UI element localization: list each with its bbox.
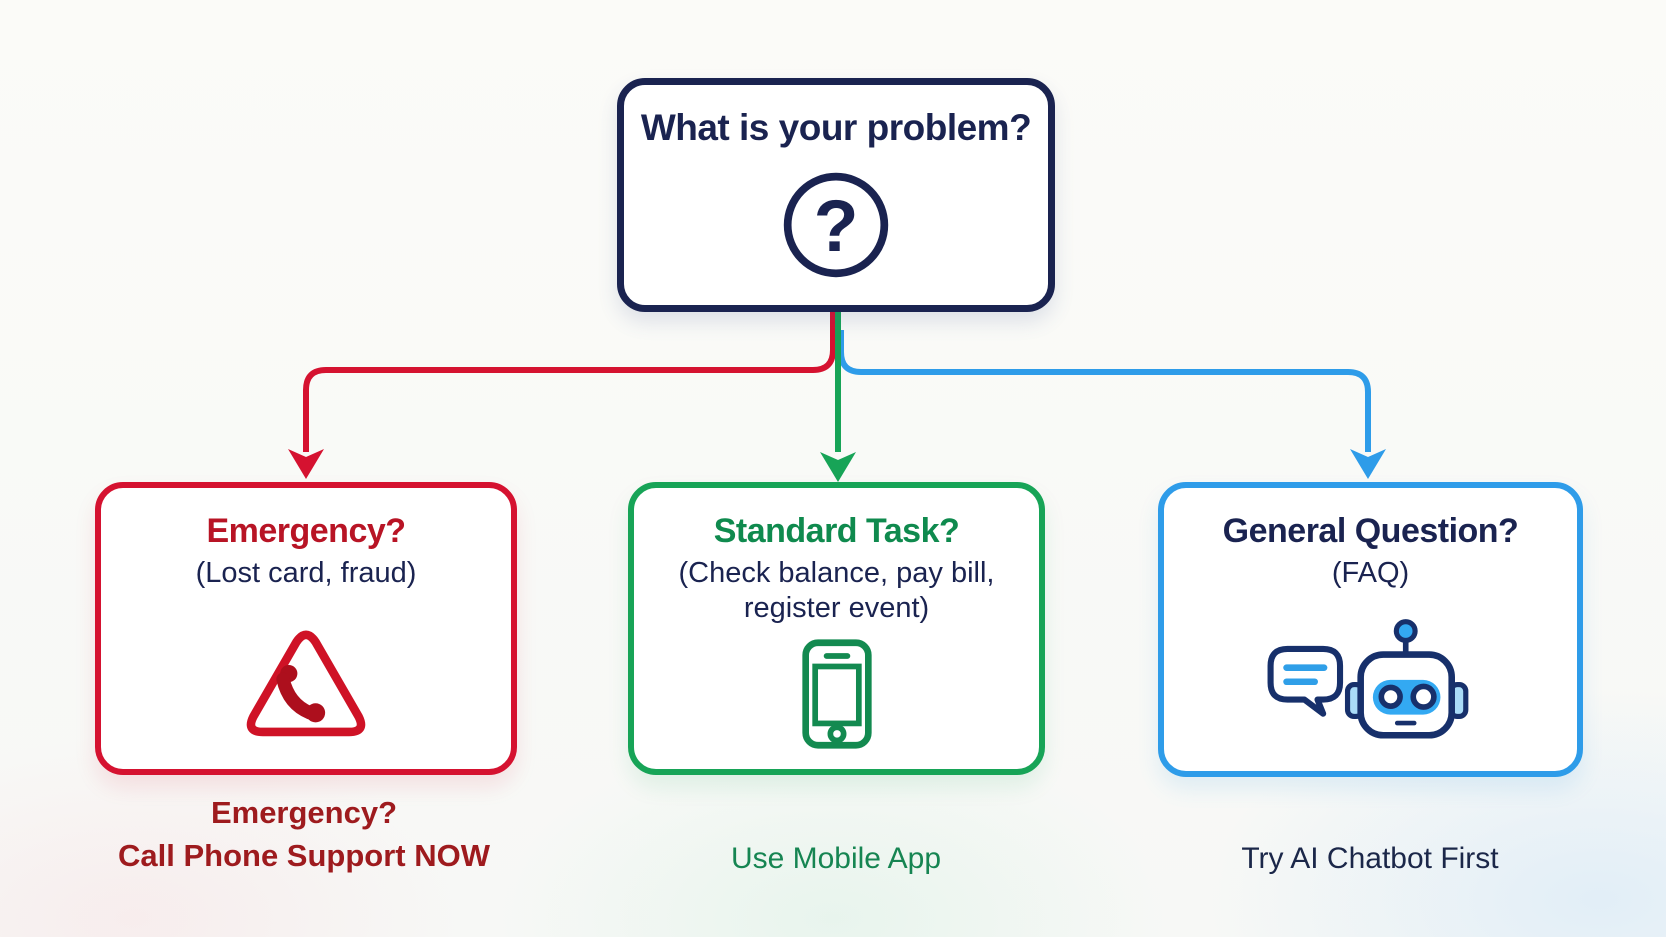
standard-task-heading: Standard Task?: [713, 512, 960, 550]
mobile-phone-icon: [800, 638, 874, 755]
question-mark-glyph: ?: [814, 184, 859, 267]
standard-task-node: Standard Task? (Check balance, pay bill,…: [628, 482, 1045, 775]
root-question-title: What is your problem?: [640, 107, 1032, 148]
robot-head-icon: [1344, 618, 1468, 739]
general-footer-label: Try AI Chatbot First: [1120, 838, 1620, 879]
chatbot-icon: [1263, 617, 1479, 744]
question-mark-icon: ?: [778, 167, 894, 288]
general-question-heading: General Question?: [1222, 512, 1519, 550]
emergency-arrowhead: [288, 449, 324, 479]
general-arrowhead: [1350, 449, 1386, 479]
standard-arrowhead: [820, 452, 856, 482]
standard-footer-label: Use Mobile App: [586, 838, 1086, 879]
general-question-node: General Question? (FAQ): [1158, 482, 1583, 777]
emergency-connector-line: [303, 312, 836, 452]
emergency-subtitle: (Lost card, fraud): [195, 557, 417, 589]
emergency-footer-line1: Emergency?: [210, 795, 398, 830]
chat-bubble-icon: [1267, 645, 1343, 717]
root-question-node: What is your problem? ?: [617, 78, 1055, 312]
emergency-heading: Emergency?: [206, 512, 406, 550]
general-question-subtitle: (FAQ): [1331, 557, 1410, 589]
emergency-node: Emergency? (Lost card, fraud): [95, 482, 517, 775]
general-connector-line: [838, 330, 1371, 452]
standard-task-subtitle-line1: (Check balance, pay bill,: [678, 557, 995, 589]
standard-task-subtitle-line2: register event): [743, 591, 930, 624]
phone-warning-icon: [239, 625, 373, 752]
general-footer-line1: Try AI Chatbot First: [1241, 842, 1499, 875]
emergency-footer-label: Emergency? Call Phone Support NOW: [54, 792, 554, 878]
emergency-footer-line2: Call Phone Support NOW: [118, 837, 490, 873]
standard-footer-line1: Use Mobile App: [730, 842, 942, 875]
